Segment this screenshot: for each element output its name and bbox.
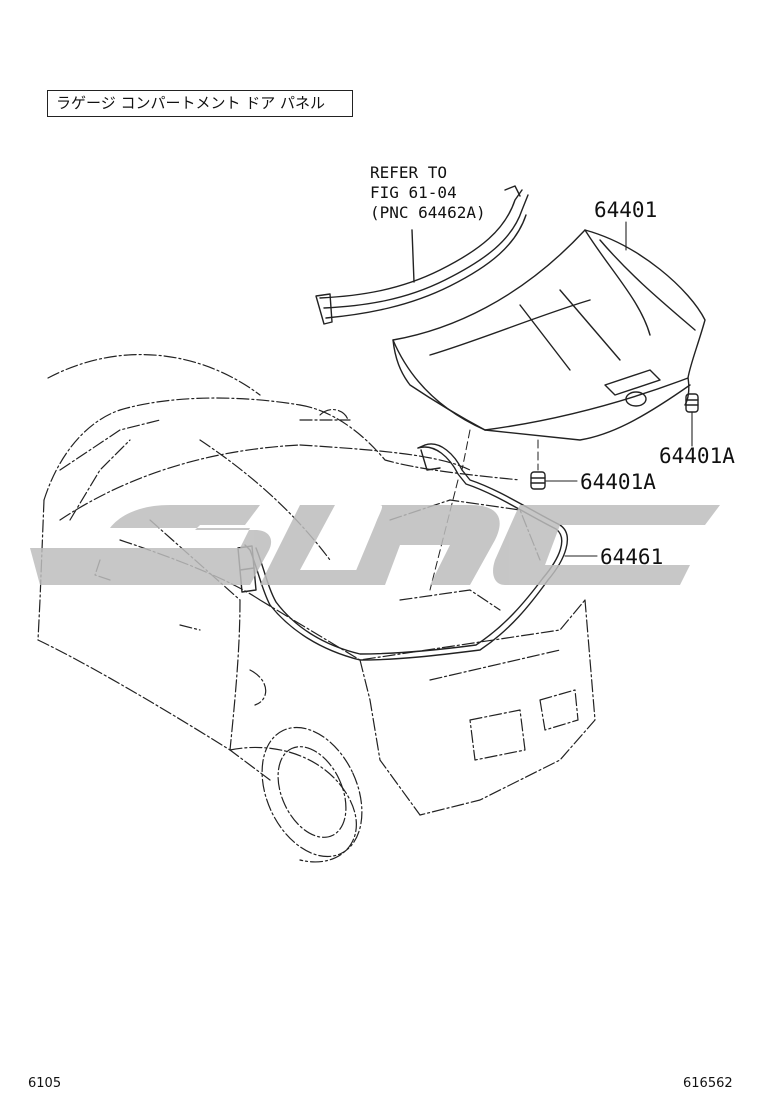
upper-seal-drawing	[315, 185, 529, 325]
callout-64401[interactable]: 64401	[594, 198, 658, 222]
watermark-logo	[30, 505, 720, 585]
refer-note: REFER TO FIG 61-04 (PNC 64462A)	[370, 163, 486, 223]
door-panel-drawing	[392, 229, 706, 441]
bumper-center-drawing	[530, 471, 546, 490]
footer-left-code: 6105	[28, 1076, 62, 1091]
refer-line-2: FIG 61-04	[370, 183, 457, 202]
page-title: ラゲージ コンパートメント ドア パネル	[47, 90, 353, 117]
callout-64461[interactable]: 64461	[600, 545, 664, 569]
refer-line-1: REFER TO	[370, 163, 448, 182]
callout-64401a-right[interactable]: 64401A	[659, 444, 735, 468]
footer-right-code: 616562	[683, 1076, 733, 1091]
callout-64401a-center[interactable]: 64401A	[580, 470, 656, 494]
refer-line-3: (PNC 64462A)	[370, 203, 486, 222]
